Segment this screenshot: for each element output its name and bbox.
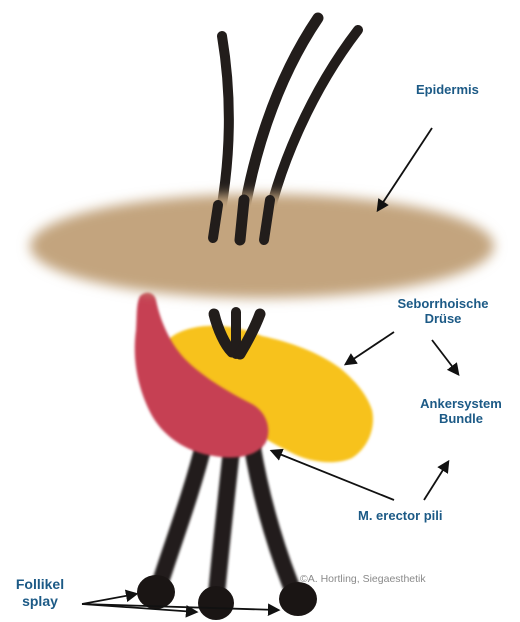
follicle-strand-right <box>252 445 296 598</box>
arrow-anker-up <box>424 462 448 500</box>
label-follikel-splay: Follikel splay <box>8 576 72 610</box>
arrow-follikel-3 <box>82 604 278 610</box>
follicle-strands <box>158 440 296 600</box>
epidermis-layer <box>30 194 494 298</box>
hair-root-left <box>213 205 218 238</box>
label-seborrhoic-gland: Seborrhoische Drüse <box>388 296 498 326</box>
label-anker-line1: Ankersystem <box>406 396 516 411</box>
hair-root-right <box>264 200 270 240</box>
label-anker-line2: Bundle <box>406 411 516 426</box>
label-follikel-line2: splay <box>8 593 72 610</box>
label-erector-pili: M. erector pili <box>358 508 443 523</box>
arrow-epidermis <box>378 128 432 210</box>
arrow-follikel-1 <box>82 594 136 604</box>
follicle-bulb-left <box>137 575 175 609</box>
copyright-notice: ©A. Hortling, Siegaesthetik <box>300 573 426 585</box>
arrow-seborrhoic <box>346 332 394 364</box>
label-epidermis: Epidermis <box>416 82 479 97</box>
hair-root-middle <box>240 200 244 240</box>
follicle-bulb-middle <box>198 586 234 620</box>
label-follikel-line1: Follikel <box>8 576 72 593</box>
label-seborrhoic-line2: Drüse <box>388 311 498 326</box>
follicle-strand-left <box>158 440 205 590</box>
arrow-anker-from-druese <box>432 340 458 374</box>
follicle-bulb-right <box>279 582 317 616</box>
label-anker-system: Ankersystem Bundle <box>406 396 516 426</box>
follicle-strand-middle <box>216 445 232 600</box>
label-seborrhoic-line1: Seborrhoische <box>388 296 498 311</box>
